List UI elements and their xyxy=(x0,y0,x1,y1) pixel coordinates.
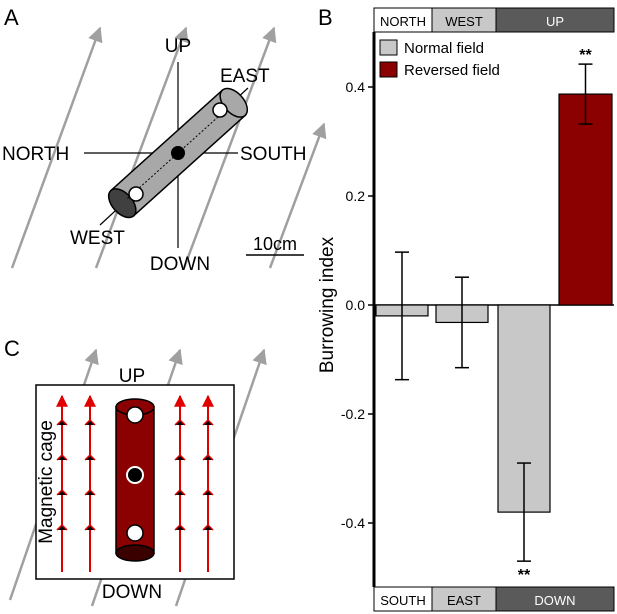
label-up-a: UP xyxy=(165,36,191,57)
y-tick-label: -0.2 xyxy=(341,406,365,422)
label-east: EAST xyxy=(220,66,270,87)
y-ticks: 0.4 0.2 0.0 -0.2 -0.4 xyxy=(341,79,374,531)
bottom-label-3: DOWN xyxy=(534,593,575,608)
top-label-2: WEST xyxy=(445,14,483,29)
field-line xyxy=(268,122,327,269)
y-tick-label: 0.2 xyxy=(346,188,366,204)
legend-swatch-reversed xyxy=(379,61,398,78)
y-axis-label: Burrowing index xyxy=(317,236,338,373)
top-direction-strip: NORTH WEST UP xyxy=(373,7,615,33)
field-line xyxy=(182,26,277,269)
label-north: NORTH xyxy=(2,144,69,165)
bottom-direction-strip: SOUTH EAST DOWN xyxy=(373,586,615,612)
field-lines-a xyxy=(10,26,327,269)
legend-label-reversed: Reversed field xyxy=(404,62,500,79)
panel-b-letter: B xyxy=(318,5,333,30)
legend: Normal field Reversed field xyxy=(379,39,500,79)
label-down-c: DOWN xyxy=(102,582,162,603)
field-line-ticks xyxy=(56,418,214,531)
label-magnetic-cage: Magnetic cage xyxy=(36,420,57,544)
top-label-3: UP xyxy=(546,14,564,29)
significance-label: ** xyxy=(579,47,592,64)
top-label-1: NORTH xyxy=(380,14,426,29)
y-tick-label: 0.0 xyxy=(346,297,366,313)
bottom-cell-3 xyxy=(495,586,615,612)
animal-marker-center xyxy=(171,146,185,160)
panel-a: A UP DOWN NORTH SOUTH EAST WEST xyxy=(2,5,327,275)
y-tick-label: 0.4 xyxy=(346,79,366,95)
bar xyxy=(558,93,613,306)
field-line xyxy=(10,26,103,269)
bars: ** ** xyxy=(374,47,614,584)
legend-label-normal: Normal field xyxy=(404,40,484,57)
label-up-c: UP xyxy=(119,366,145,387)
animal-marker-top xyxy=(126,406,144,424)
animal-marker-east xyxy=(212,102,228,118)
bottom-label-1: SOUTH xyxy=(380,593,426,608)
label-south: SOUTH xyxy=(240,144,307,165)
animal-marker-middle xyxy=(126,466,144,484)
panel-c-letter: C xyxy=(4,336,20,361)
animal-marker-west xyxy=(128,186,144,202)
top-cell-3 xyxy=(495,7,615,33)
panel-b: B NORTH WEST UP SOUTH EAST DOWN Burrowin… xyxy=(317,5,615,612)
field-lines-c-red xyxy=(56,394,214,572)
panel-a-letter: A xyxy=(4,5,19,30)
label-west: WEST xyxy=(70,228,125,249)
label-down-a: DOWN xyxy=(150,254,210,275)
legend-swatch-normal xyxy=(379,39,398,56)
y-tick-label: -0.4 xyxy=(341,515,365,531)
top-cell-2 xyxy=(431,7,497,33)
scale-label: 10cm xyxy=(253,234,297,254)
bottom-cell-1 xyxy=(373,586,433,612)
significance-label: ** xyxy=(518,567,531,584)
field-line xyxy=(94,26,189,269)
panel-c: C UP DOWN xyxy=(4,336,267,607)
bottom-label-2: EAST xyxy=(447,593,481,608)
animal-marker-bottom xyxy=(126,524,144,542)
